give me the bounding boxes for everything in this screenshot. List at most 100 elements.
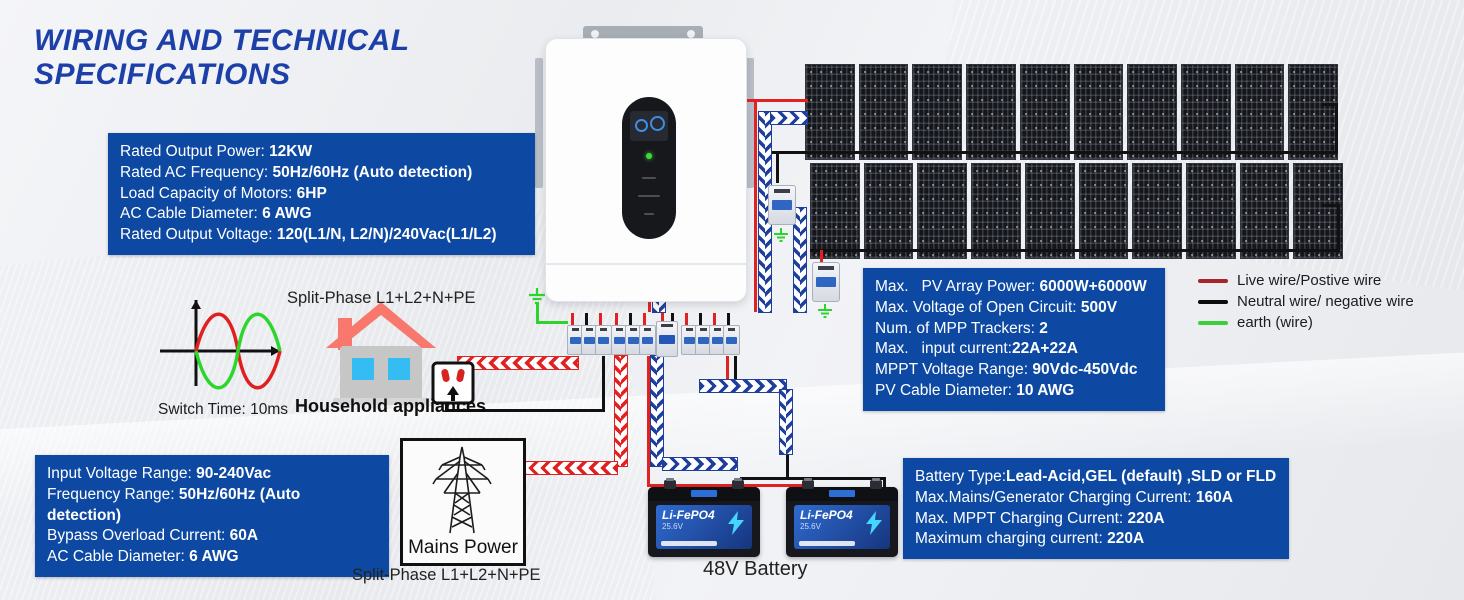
wire-stub [727,313,730,326]
sine-wave-chart [160,300,282,390]
inverter-button-label [638,195,660,197]
inverter-heatsink [535,58,543,188]
wire-pv-positive [820,250,823,262]
solar-panel [1127,64,1177,160]
spec-line: PV Cable Diameter: 10 AWG [875,381,1075,399]
solar-panel [1019,64,1070,160]
battery-breaker [656,321,678,357]
circuit-breaker [639,325,656,355]
solar-panel [810,163,860,259]
input-spec-box: Input Voltage Range: 90-240Vac Frequency… [35,455,389,577]
dc-battery-band [663,458,737,470]
inverter-status-led [646,153,652,159]
spec-line: Max. Voltage of Open Circuit: 500V [875,298,1118,316]
battery-negative-wire [786,452,789,479]
solar-panel [1288,64,1339,160]
solar-panel [863,163,914,259]
wire-stub [585,313,588,326]
spec-line: Input Voltage Range: 90-240Vac [47,465,272,482]
spec-line: Maximum charging current: 220A [915,530,1145,548]
wire-pv-negative [1322,103,1338,106]
dc-wire-band [771,112,807,124]
inverter-heatsink [746,58,754,188]
solar-panel [1180,64,1231,160]
lightning-icon [728,511,744,535]
lightning-icon [866,511,882,535]
battery-terminal [802,478,814,489]
output-spec-box: Rated Output Power: 12KW Rated AC Freque… [108,133,535,255]
earth-wire [536,321,568,324]
solar-panel [858,64,909,160]
earth-symbol-icon [818,304,832,318]
circuit-breaker [595,325,612,355]
wire-neutral [602,356,605,412]
battery-unit: Li-FePO4 25.6V [786,478,898,557]
battery-terminal [870,478,882,489]
spec-line: Rated AC Frequency: 50Hz/60Hz (Auto dete… [120,163,473,181]
mains-power-box: Mains Power [400,438,526,566]
spec-line: Max. PV Array Power: 6000W+6000W [875,278,1147,295]
wire-pv-negative [776,151,779,183]
earth-wire-swatch [1198,320,1228,325]
spec-line: Num. of MPP Trackers: 2 [875,319,1048,337]
spec-line: Max.Mains/Generator Charging Current: 16… [915,488,1233,506]
wire-pv-positive [754,99,757,312]
wire-pv-negative [1335,103,1338,154]
battery-label-strip [799,541,855,546]
solar-panel [805,64,855,160]
solar-panel [1132,163,1182,259]
battery-spec-box: Battery Type:Lead-Acid,GEL (default) ,SL… [903,458,1289,560]
battery-terminal [732,478,744,489]
inverter-button-label [642,177,656,179]
battery-positive-wire [647,356,650,487]
wire-pv-negative [810,249,1340,252]
inverter-control-panel [622,97,676,239]
solar-panel-row-2 [810,163,1344,259]
earth-symbol-icon [774,228,788,242]
page-title: WIRING AND TECHNICAL SPECIFICATIONS [34,24,410,91]
inverter-display [630,111,668,141]
live-wire-swatch [1198,278,1228,283]
dc-battery-band [651,356,663,466]
solar-panel [912,64,963,160]
dc-wire-band [794,208,806,312]
solar-panel [1293,163,1344,259]
house-icon [326,302,436,405]
wire-stub [661,313,664,326]
solar-panel-row-1 [805,64,1339,160]
inverter-seam [546,263,746,265]
switch-time-label: Switch Time: 10ms [158,401,289,418]
solar-panel [1234,64,1285,160]
wire-legend: Live wire/Postive wire Neutral wire/ neg… [1198,270,1414,333]
spec-line: Battery Type:Lead-Acid,GEL (default) ,SL… [915,468,1277,485]
dc-battery-band [700,380,786,392]
spec-line: Load Capacity of Motors: 6HP [120,184,327,202]
wire-pv-negative [1322,204,1340,207]
spec-line: MPPT Voltage Range: 90Vdc-450Vdc [875,361,1138,379]
spec-line: Max. MPPT Charging Current: 220A [915,509,1165,527]
ac-output-band [458,357,578,369]
solar-panel [971,163,1021,259]
mains-power-label: Mains Power [408,537,518,558]
battery-caption: 48V Battery [703,558,808,580]
wire-stub [599,313,602,326]
spec-line: Frequency Range: 50Hz/60Hz (Auto detecti… [47,485,305,524]
pv-spec-box: Max. PV Array Power: 6000W+6000W Max. Vo… [863,268,1165,411]
earth-symbol-icon [529,288,545,305]
battery-unit: Li-FePO4 25.6V [648,478,760,557]
inverter [545,38,747,302]
solar-panel [1078,163,1129,259]
pv-breaker [812,262,840,302]
spec-line: AC Cable Diameter: 6 AWG [47,548,239,566]
battery-display [829,490,855,497]
spec-line: Rated Output Power: 12KW [120,143,313,160]
earth-wire [536,303,539,324]
ac-mains-band [615,356,627,466]
split-phase-bottom-label: Split-Phase L1+L2+N+PE [352,566,541,584]
wire-pv-negative [1337,204,1340,252]
wire-stub [699,313,702,326]
solar-panel [1073,64,1124,160]
wire-stub [643,313,646,326]
split-phase-top-label: Split-Phase L1+L2+N+PE [287,289,476,307]
